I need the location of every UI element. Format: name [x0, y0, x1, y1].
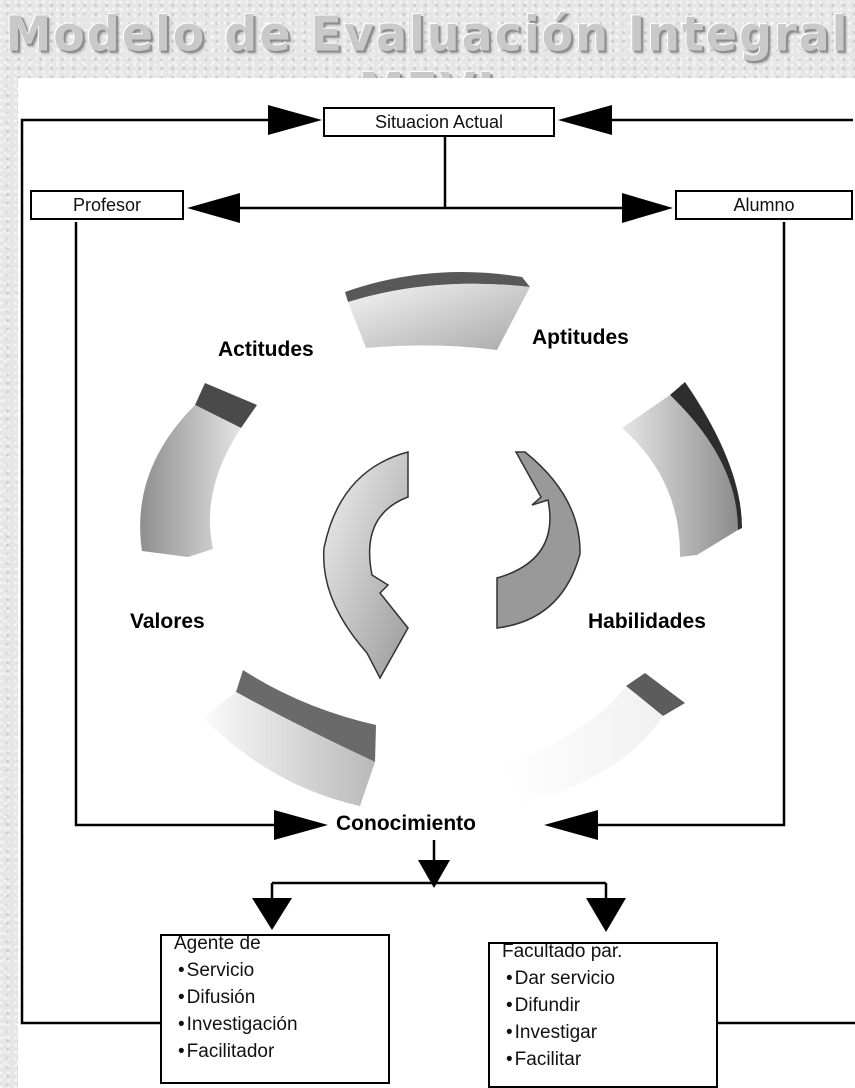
segment-top	[345, 272, 530, 350]
arrowhead-right-into-situacion	[268, 105, 322, 135]
list-item: Difusión	[178, 984, 388, 1011]
list-item: Facilitador	[178, 1038, 388, 1065]
facultado-box: Facultado par. Dar servicio Difundir Inv…	[488, 942, 718, 1088]
facultado-heading: Facultado par.	[502, 942, 623, 962]
facultado-list: Dar servicio Difundir Investigar Facilit…	[506, 965, 716, 1073]
situacion-actual-node: Situacion Actual	[323, 107, 555, 137]
list-item: Investigación	[178, 1011, 388, 1038]
label-aptitudes: Aptitudes	[532, 326, 629, 349]
alumno-node: Alumno	[675, 190, 853, 220]
profesor-down	[74, 222, 280, 827]
agente-box: Agente de Servicio Difusión Investigació…	[160, 934, 390, 1084]
agente-list: Servicio Difusión Investigación Facilita…	[178, 957, 388, 1065]
outer-loop-left	[20, 118, 280, 1025]
list-item: Investigar	[506, 1019, 716, 1046]
connector-lines	[20, 118, 855, 1025]
profesor-node: Profesor	[30, 190, 184, 220]
cycle-ring	[140, 272, 742, 806]
cycle-center-arrows	[322, 451, 581, 680]
list-item: Facilitar	[506, 1046, 716, 1073]
list-item: Difundir	[506, 992, 716, 1019]
arrowhead-right-to-alumno	[622, 193, 673, 223]
agente-heading: Agente de	[174, 934, 261, 954]
arrowhead-left-into-situacion	[558, 105, 612, 135]
label-valores: Valores	[130, 610, 205, 633]
segment-bottom-left	[203, 670, 376, 806]
list-item: Dar servicio	[506, 965, 716, 992]
arrowheads	[187, 105, 673, 932]
arrowhead-right-into-conocimiento	[274, 810, 328, 840]
diagram-panel	[18, 78, 855, 1088]
arrowhead-down-conocimiento	[418, 860, 450, 888]
arrowhead-down-facultado	[586, 898, 626, 932]
segment-right	[622, 382, 742, 557]
arrowhead-left-to-profesor	[187, 193, 240, 223]
label-actitudes: Actitudes	[218, 338, 314, 361]
arrowhead-down-agente	[252, 898, 292, 930]
segment-left	[140, 383, 257, 557]
list-item: Servicio	[178, 957, 388, 984]
cycle-arrow-left	[322, 451, 409, 680]
label-habilidades: Habilidades	[588, 610, 706, 633]
alumno-down	[590, 222, 786, 827]
cycle-arrow-right	[496, 451, 581, 629]
arrowhead-left-into-conocimiento	[544, 810, 598, 840]
segment-bottom-right	[505, 673, 685, 802]
label-conocimiento: Conocimiento	[336, 812, 476, 835]
